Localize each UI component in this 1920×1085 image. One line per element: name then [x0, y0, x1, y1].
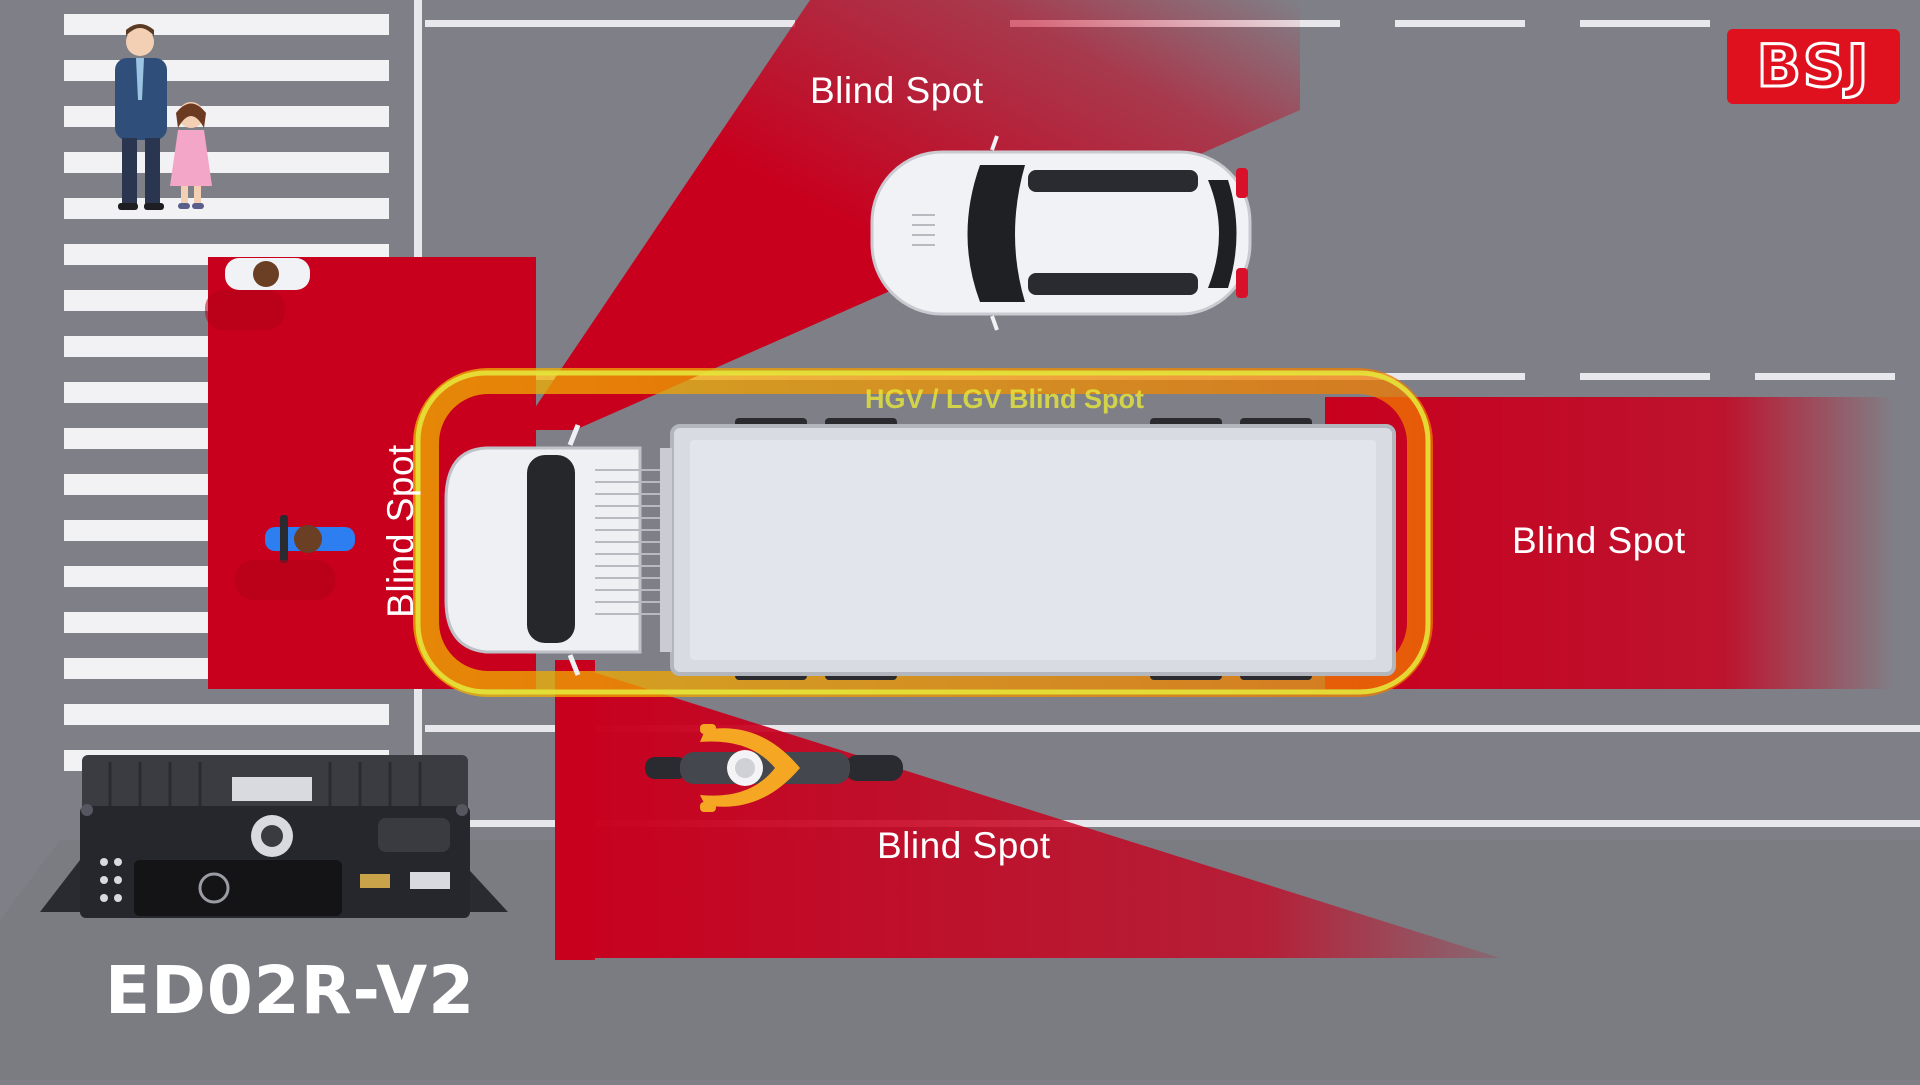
mdvr-device-icon — [40, 755, 508, 918]
blind-spot-zone-bottom-edge — [555, 660, 595, 960]
hgv-blind-spot-border — [415, 370, 1431, 695]
hgv-blind-spot-outline — [413, 368, 1433, 697]
blind-spot-label-bottom: Blind Spot — [877, 825, 1051, 866]
blind-spot-label-top: Blind Spot — [810, 70, 984, 111]
brand-logo-text: BSJ — [1755, 31, 1871, 102]
pedestrian-man-icon — [115, 24, 167, 210]
brand-logo: BSJ — [1727, 29, 1900, 104]
motorcycle-icon — [645, 724, 903, 812]
blind-spot-zone-bottom — [555, 660, 1500, 958]
truck-icon — [444, 418, 1396, 680]
pedestrian-topdown-icon — [205, 258, 310, 330]
blind-spot-label-rear: Blind Spot — [1512, 520, 1686, 561]
car-icon — [870, 135, 1252, 331]
pedestrian-girl-icon — [170, 102, 212, 209]
product-name: ED02R-V2 — [105, 952, 476, 1029]
hgv-blind-spot-label: HGV / LGV Blind Spot — [865, 384, 1144, 414]
cyclist-icon — [235, 515, 355, 600]
blind-spot-label-left: Blind Spot — [380, 444, 421, 618]
